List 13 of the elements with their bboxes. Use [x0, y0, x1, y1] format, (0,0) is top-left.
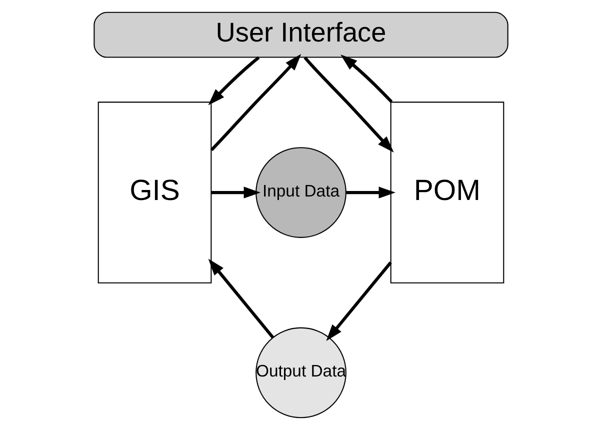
node-box: POM [390, 102, 504, 284]
node-circle: Input Data [256, 147, 346, 238]
arrow [304, 56, 394, 153]
arrow [210, 54, 302, 152]
arrow [208, 258, 274, 338]
arrow [211, 186, 261, 198]
node-box: User Interface [94, 12, 508, 58]
arrow [346, 186, 396, 198]
node-circle: Output Data [256, 327, 346, 418]
node-box: GIS [98, 102, 212, 284]
arrow [340, 54, 393, 103]
arrow [208, 56, 260, 106]
arrow [326, 261, 392, 341]
